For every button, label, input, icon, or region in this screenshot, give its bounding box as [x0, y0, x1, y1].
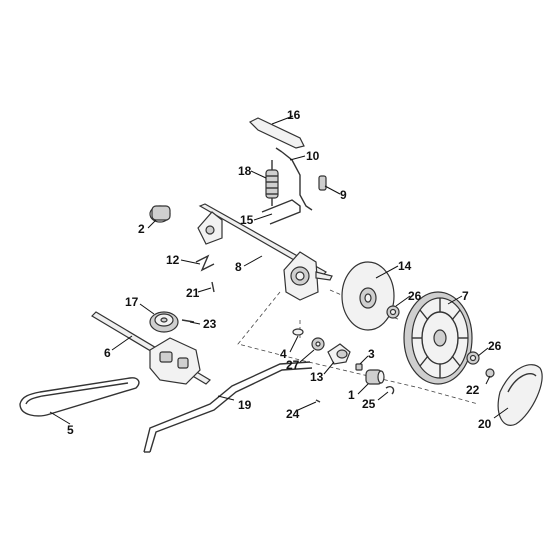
part-17-pulley	[149, 311, 179, 333]
part-27-spacer	[311, 337, 325, 351]
callout-7: 7	[462, 289, 469, 303]
part-5-drive-belt	[19, 377, 140, 417]
part-21-pin	[211, 281, 215, 293]
part-2-bushing	[149, 205, 171, 223]
callout-23: 23	[203, 317, 217, 331]
part-22-nut	[485, 368, 495, 378]
part-19-rear-rod	[143, 361, 313, 453]
callout-26-lower: 26	[488, 339, 502, 353]
callout-25: 25	[362, 397, 376, 411]
callout-13: 13	[310, 370, 324, 384]
callout-21: 21	[186, 286, 200, 300]
callout-2: 2	[138, 222, 145, 236]
part-25-clip	[385, 385, 395, 395]
part-6-gearbox-shaft	[91, 311, 211, 385]
part-10-wire-rod	[275, 147, 313, 211]
callout-16: 16	[287, 108, 301, 122]
part-7-wheel	[403, 291, 473, 385]
part-23-pin	[181, 319, 195, 323]
callout-3: 3	[368, 347, 375, 361]
callout-4: 4	[280, 347, 287, 361]
part-3-clip	[355, 363, 363, 371]
callout-27: 27	[286, 358, 300, 372]
callout-10: 10	[306, 149, 320, 163]
callout-19: 19	[238, 398, 252, 412]
part-20-hub-cap	[497, 364, 543, 426]
part-12-small-rod	[195, 254, 215, 272]
callout-22: 22	[466, 383, 480, 397]
part-4-washer	[292, 328, 304, 336]
callout-26-upper: 26	[408, 289, 422, 303]
part-14-disc-cover	[341, 261, 395, 331]
callout-14: 14	[398, 259, 412, 273]
callout-1: 1	[348, 388, 355, 402]
callout-20: 20	[478, 417, 492, 431]
part-1-bushing	[365, 369, 385, 385]
callout-18: 18	[238, 164, 252, 178]
part-8-axle-assembly	[197, 203, 333, 301]
part-18-spring	[265, 160, 279, 206]
callout-labels: 16 10 18 9 15 2 8 12 21 14 26 7 17 23 6 …	[67, 108, 502, 437]
part-26-washer-lower	[466, 351, 480, 365]
callout-12: 12	[166, 253, 180, 267]
callout-6: 6	[104, 346, 111, 360]
part-26-washer-upper	[386, 305, 400, 319]
part-13-bearing-housing	[327, 343, 351, 365]
leader-lines	[49, 115, 509, 425]
callout-17: 17	[125, 295, 139, 309]
part-24-pin	[315, 399, 321, 403]
callout-9: 9	[340, 188, 347, 202]
callout-5: 5	[67, 423, 74, 437]
callout-24: 24	[286, 407, 300, 421]
part-16-lever	[248, 117, 305, 149]
part-15-wire-bracket	[261, 199, 301, 225]
callout-8: 8	[235, 260, 242, 274]
callout-15: 15	[240, 213, 254, 227]
part-9-small-spring	[318, 175, 327, 191]
